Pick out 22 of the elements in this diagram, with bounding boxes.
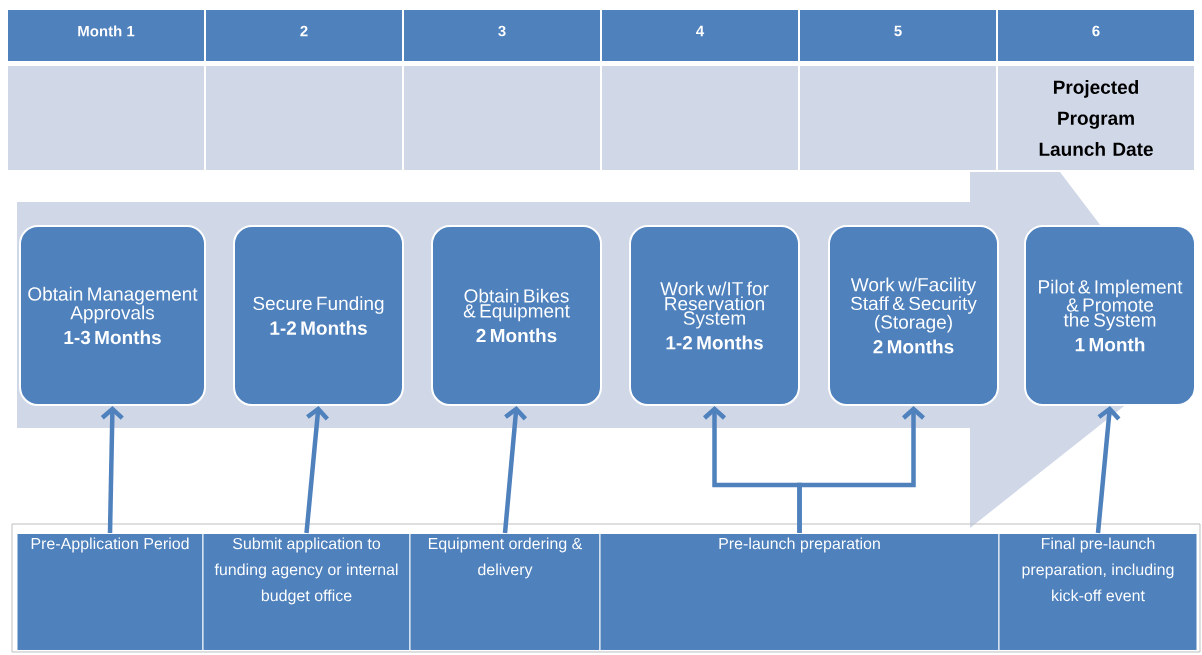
process-box: Secure Funding 1-2 Months [233,225,404,406]
process-box: Obtain Management Approvals 1-3 Months [19,225,206,406]
table-cell: Final pre-launch preparation, including kick-off event [998,533,1198,651]
arrow [304,406,329,534]
table-cell: 3 [404,10,600,61]
process-box: Work w/Facility Staff & Security (Storage) 2 Months [828,225,999,406]
table-cell: Projected Program Launch Date [998,66,1194,170]
table-cell: Submit application to funding agency or internal budget office [202,533,411,651]
table-cell: 5 [800,10,996,61]
arrow [1095,406,1121,534]
table-cell: Pre-Application Period [16,533,204,651]
arrow [797,406,925,533]
table-cell: 2 [206,10,402,61]
table-cell: 6 [998,10,1194,61]
table-cell: Equipment ordering & delivery [409,533,601,651]
table-cell: Month 1 [8,10,204,61]
process-box: Work w/IT for Reservation System 1-2 Months [629,225,800,406]
process-box: Pilot & Implement & Promote the System 1 Month [1024,225,1196,406]
table-cell: 4 [602,10,798,61]
arrow [100,406,124,534]
arrow [502,406,528,534]
process-box: Obtain Bikes & Equipment 2 Months [431,225,602,406]
